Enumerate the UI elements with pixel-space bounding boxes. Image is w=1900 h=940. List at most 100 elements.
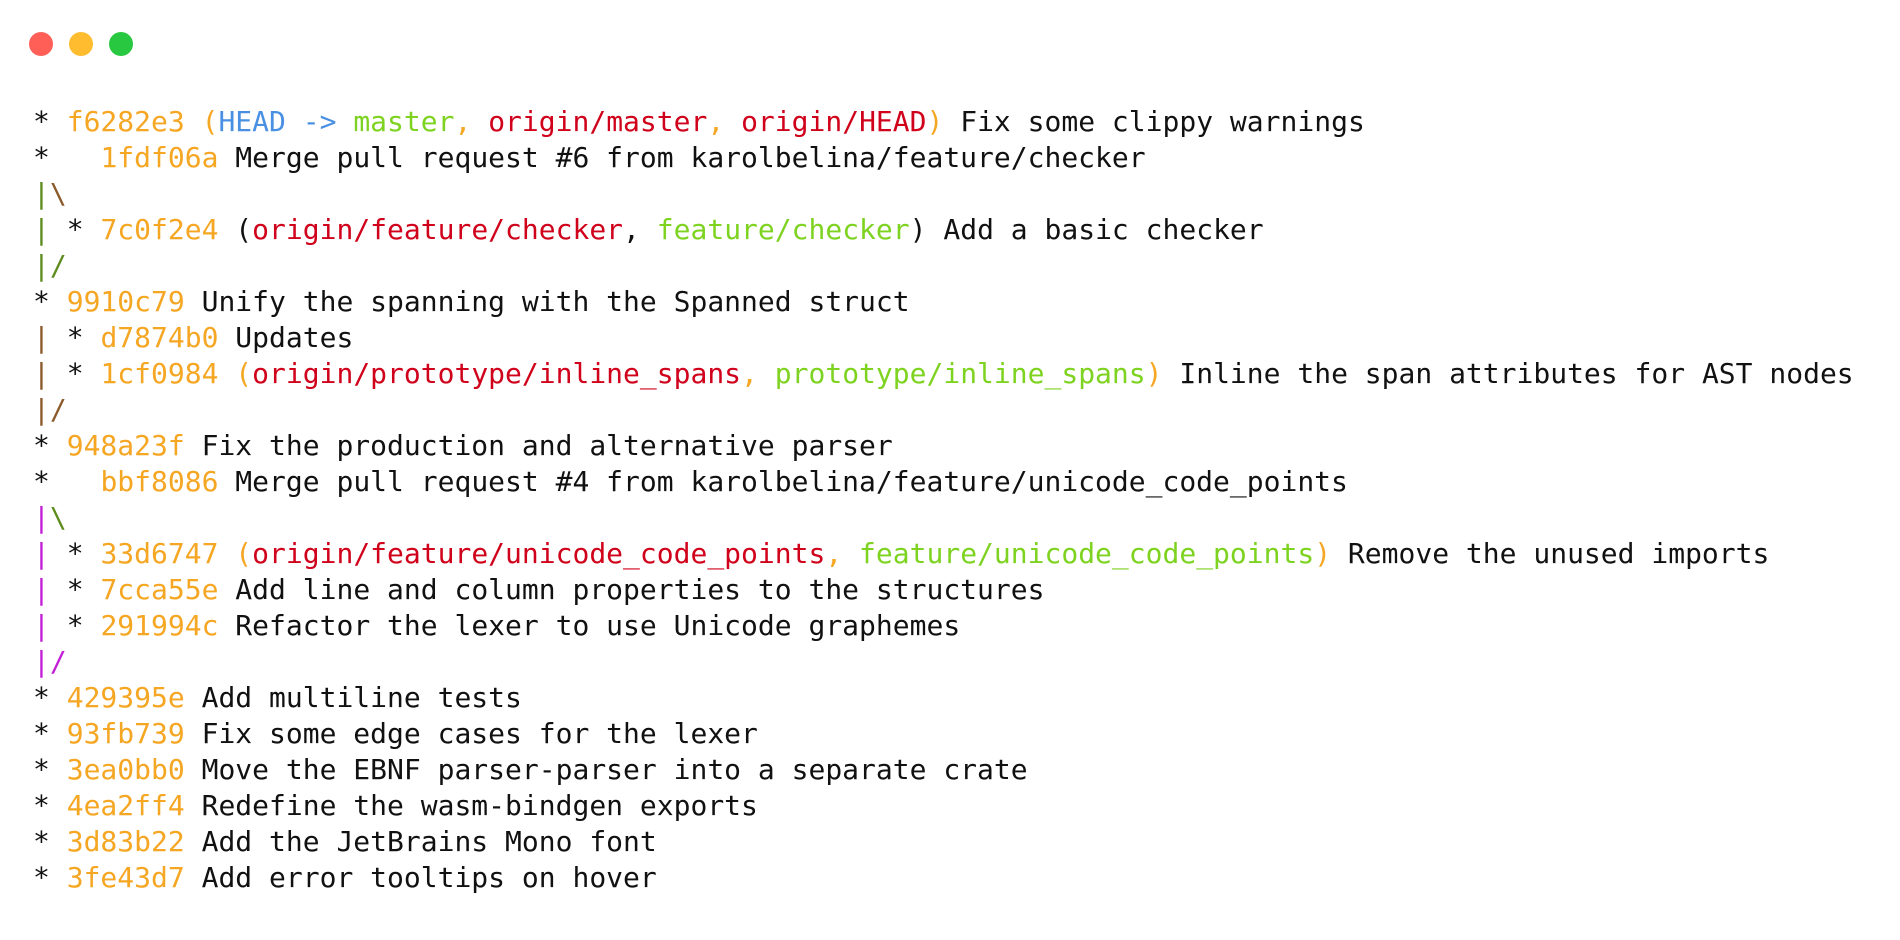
graph-line: |	[33, 537, 50, 570]
commit-hash: ,	[741, 357, 775, 390]
commit-hash: 429395e	[66, 681, 185, 714]
log-line: |\	[33, 500, 1854, 536]
log-line: |/	[33, 644, 1854, 680]
graph-line: \	[49, 177, 67, 210]
commit-text: Refactor the lexer to use Unicode graphe…	[218, 609, 961, 642]
window-controls	[29, 32, 133, 56]
commit-text: (	[218, 213, 253, 246]
log-line: | * 7c0f2e4 (origin/feature/checker, fea…	[33, 212, 1854, 248]
graph-line: \	[49, 501, 67, 534]
commit-hash: )	[926, 105, 944, 138]
local-branch: master	[353, 105, 455, 138]
graph-line: |/	[33, 645, 67, 678]
minimize-button[interactable]	[69, 32, 93, 56]
commit-text: )	[909, 213, 927, 246]
commit-text: Fix some clippy warnings	[943, 105, 1365, 138]
commit-hash: )	[1145, 357, 1163, 390]
commit-hash: (	[218, 357, 253, 390]
commit-hash: 3d83b22	[66, 825, 185, 858]
commit-text: Redefine the wasm-bindgen exports	[184, 789, 758, 822]
commit-text: Move the EBNF parser-parser into a separ…	[184, 753, 1028, 786]
commit-text: *	[33, 105, 67, 138]
commit-hash: 93fb739	[66, 717, 185, 750]
graph-line: |	[33, 573, 50, 606]
commit-hash: 9910c79	[66, 285, 185, 318]
log-line: * 3ea0bb0 Move the EBNF parser-parser in…	[33, 752, 1854, 788]
log-line: * bbf8086 Merge pull request #4 from kar…	[33, 464, 1854, 500]
commit-text: *	[33, 861, 67, 894]
commit-text: *	[49, 213, 101, 246]
commit-hash: ,	[454, 105, 489, 138]
commit-text: Merge pull request #4 from karolbelina/f…	[218, 465, 1348, 498]
commit-hash: 7c0f2e4	[100, 213, 219, 246]
commit-hash: ,	[707, 105, 742, 138]
commit-text: Add multiline tests	[184, 681, 522, 714]
commit-text: Inline the span attributes for AST nodes	[1162, 357, 1854, 390]
commit-text: Merge pull request #6 from karolbelina/f…	[218, 141, 1146, 174]
commit-text: Unify the spanning with the Spanned stru…	[184, 285, 910, 318]
remote-branch: origin/feature/checker	[252, 213, 624, 246]
graph-line: |	[33, 321, 50, 354]
log-line: * 3fe43d7 Add error tooltips on hover	[33, 860, 1854, 896]
commit-hash: f6282e3	[66, 105, 185, 138]
log-line: |/	[33, 392, 1854, 428]
remote-branch: origin/master	[488, 105, 708, 138]
local-branch: prototype/inline_spans	[774, 357, 1146, 390]
graph-line: |/	[33, 393, 67, 426]
commit-hash: 948a23f	[66, 429, 185, 462]
commit-text: Add the JetBrains Mono font	[184, 825, 657, 858]
commit-text: Remove the unused imports	[1331, 537, 1770, 570]
commit-hash: 291994c	[100, 609, 219, 642]
graph-line: |	[33, 501, 50, 534]
commit-hash: )	[1314, 537, 1332, 570]
commit-hash: (	[184, 105, 219, 138]
remote-branch: origin/feature/unicode_code_points	[252, 537, 826, 570]
commit-text: *	[33, 465, 101, 498]
graph-line: |	[33, 357, 50, 390]
remote-branch: origin/HEAD	[741, 105, 927, 138]
commit-hash: 4ea2ff4	[66, 789, 185, 822]
log-line: * 948a23f Fix the production and alterna…	[33, 428, 1854, 464]
commit-text: Fix some edge cases for the lexer	[184, 717, 758, 750]
commit-text: Add line and column properties to the st…	[218, 573, 1045, 606]
local-branch: feature/checker	[656, 213, 910, 246]
commit-text: *	[33, 753, 67, 786]
commit-text: Add error tooltips on hover	[184, 861, 657, 894]
log-line: |/	[33, 248, 1854, 284]
commit-text: ,	[623, 213, 657, 246]
log-line: | * 7cca55e Add line and column properti…	[33, 572, 1854, 608]
commit-text: *	[49, 537, 101, 570]
log-line: |\	[33, 176, 1854, 212]
graph-line: |	[33, 213, 50, 246]
log-line: | * 33d6747 (origin/feature/unicode_code…	[33, 536, 1854, 572]
local-branch: feature/unicode_code_points	[859, 537, 1315, 570]
commit-hash: d7874b0	[100, 321, 219, 354]
graph-line: |/	[33, 249, 67, 282]
log-line: | * 291994c Refactor the lexer to use Un…	[33, 608, 1854, 644]
graph-line: |	[33, 177, 50, 210]
remote-branch: origin/prototype/inline_spans	[252, 357, 742, 390]
maximize-button[interactable]	[109, 32, 133, 56]
close-button[interactable]	[29, 32, 53, 56]
log-line: * 429395e Add multiline tests	[33, 680, 1854, 716]
log-line: * 3d83b22 Add the JetBrains Mono font	[33, 824, 1854, 860]
commit-text: *	[33, 789, 67, 822]
log-line: * f6282e3 (HEAD -> master, origin/master…	[33, 104, 1854, 140]
commit-hash: bbf8086	[100, 465, 219, 498]
commit-hash: 1cf0984	[100, 357, 219, 390]
commit-text: Updates	[218, 321, 354, 354]
commit-text: *	[49, 609, 101, 642]
commit-text: *	[49, 321, 101, 354]
commit-text: Add a basic checker	[926, 213, 1264, 246]
commit-text: *	[33, 681, 67, 714]
log-line: * 9910c79 Unify the spanning with the Sp…	[33, 284, 1854, 320]
commit-hash: ,	[825, 537, 860, 570]
log-line: * 4ea2ff4 Redefine the wasm-bindgen expo…	[33, 788, 1854, 824]
commit-text: Fix the production and alternative parse…	[184, 429, 893, 462]
commit-text: *	[49, 357, 101, 390]
commit-hash: 1fdf06a	[100, 141, 219, 174]
commit-text: *	[49, 573, 101, 606]
commit-text: *	[33, 825, 67, 858]
commit-hash: 3fe43d7	[66, 861, 185, 894]
log-line: | * d7874b0 Updates	[33, 320, 1854, 356]
